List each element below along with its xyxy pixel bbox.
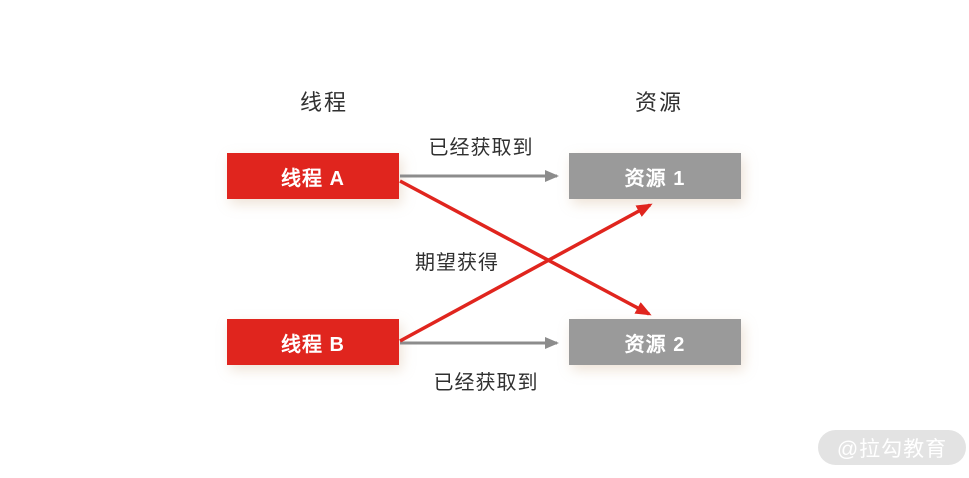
edge-label-acquired-top: 已经获取到 [428,137,534,159]
node-resource-1-label: 资源 1 [624,167,686,190]
node-thread-a: 线程 A [227,153,399,199]
node-resource-1: 资源 1 [569,153,741,199]
watermark-text: @拉勾教育 [836,437,948,461]
node-thread-b-label: 线程 B [281,333,345,356]
edge-label-expect: 期望获得 [415,252,499,274]
node-thread-b: 线程 B [227,319,399,365]
column-title-resources: 资源 [634,90,683,115]
node-thread-a-label: 线程 A [281,167,345,190]
edge-label-acquired-bottom: 已经获取到 [433,372,539,394]
node-resource-2-label: 资源 2 [624,333,686,356]
node-resource-2: 资源 2 [569,319,741,365]
watermark-badge: @拉勾教育 [818,430,966,465]
column-title-threads: 线程 [299,90,348,115]
